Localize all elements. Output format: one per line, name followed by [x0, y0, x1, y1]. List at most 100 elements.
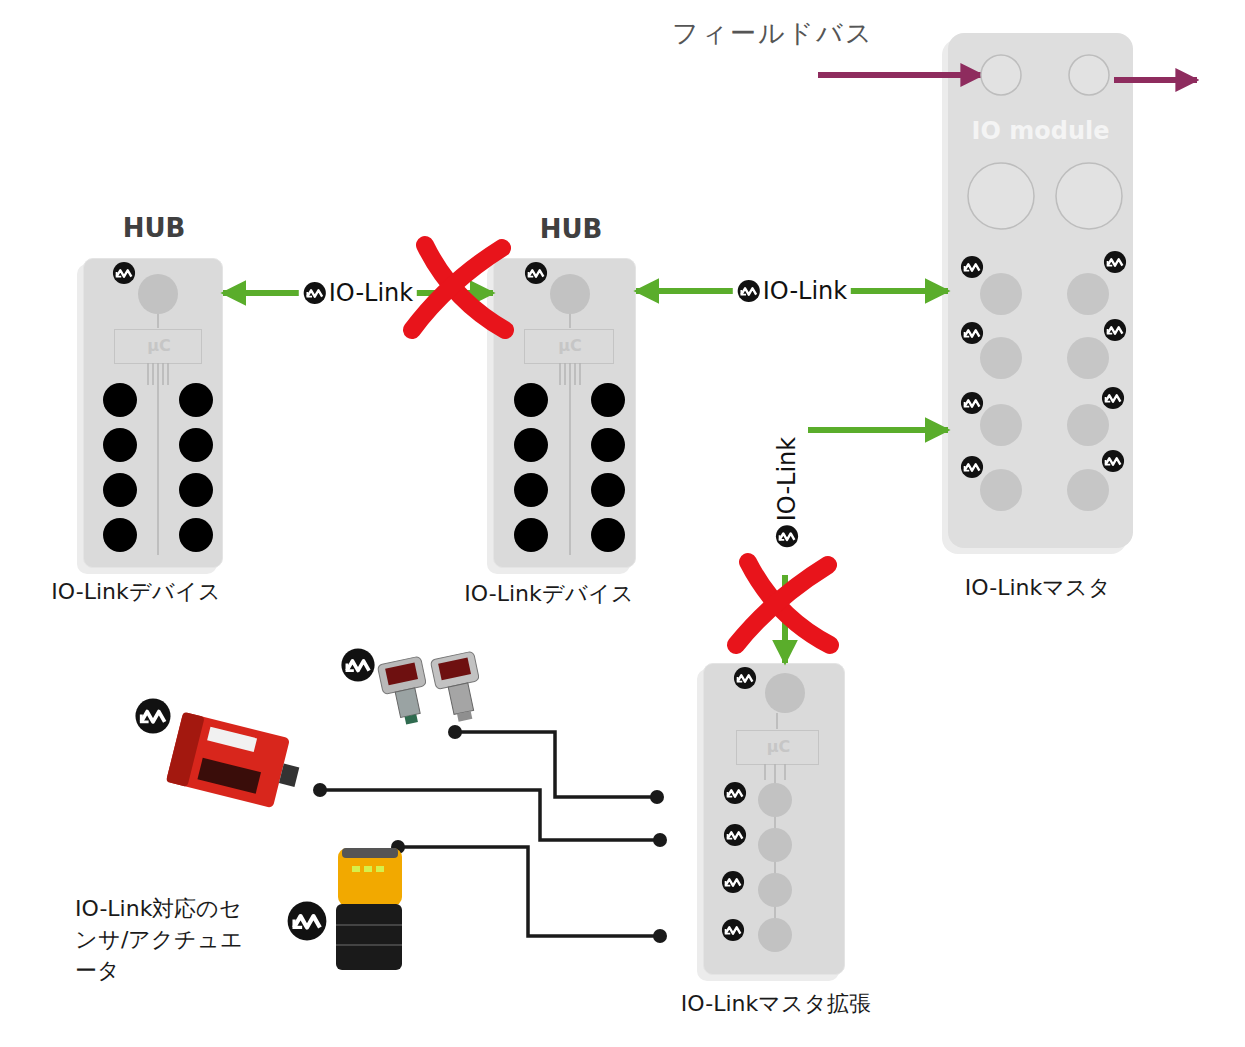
wire-dots: [313, 725, 667, 943]
bus-line: [147, 363, 149, 385]
pressure-sensor: [377, 656, 433, 728]
bus-line: [152, 363, 154, 385]
sensor-display: [438, 657, 471, 680]
pressure-sensor: [430, 651, 487, 725]
bus-line: [569, 314, 571, 328]
iolink-port: [758, 783, 792, 817]
bus-line: [157, 314, 159, 328]
iolink-connector: [785, 430, 948, 663]
sensor-body: [377, 656, 426, 694]
wire-dot: [653, 929, 667, 943]
iolink-port: [758, 873, 792, 907]
io-port: [514, 518, 548, 552]
iolink-icon: [1102, 450, 1124, 472]
sensor-wire: [455, 732, 657, 797]
iolink-port: [980, 273, 1022, 315]
iolink-port: [1067, 469, 1109, 511]
blocked-mark: [736, 562, 830, 645]
chip-label: μC: [737, 737, 820, 756]
node-caption: IO-Linkデバイス: [16, 577, 256, 607]
cross-stroke: [748, 562, 830, 645]
sensor-wires: [320, 732, 660, 936]
iolink-icon: [961, 322, 983, 344]
node-caption: IO-Linkマスタ拡張: [636, 989, 916, 1019]
sensor-body: [166, 712, 290, 808]
sensor-thread: [336, 904, 402, 970]
wire-dot: [448, 725, 462, 739]
cross-stroke: [425, 245, 505, 330]
wire-dot: [653, 833, 667, 847]
iolink-icon: [304, 282, 326, 304]
sensor-fitting: [448, 683, 473, 715]
sensor-fitting: [395, 688, 420, 718]
sensor-led: [364, 866, 372, 872]
blocked-mark: [412, 245, 505, 330]
power-port: [1056, 163, 1122, 229]
power-port: [968, 163, 1034, 229]
fieldbus-port: [981, 55, 1021, 95]
cross-stroke: [412, 248, 502, 330]
thread-line: [336, 944, 402, 946]
iolink-icon: [961, 256, 983, 278]
bus-line: [579, 363, 581, 385]
iolink-icon: [288, 902, 327, 941]
master-extension-box: IO-Linkマスタ拡張μC: [703, 663, 845, 975]
iolink-port: [980, 469, 1022, 511]
io-port: [103, 383, 137, 417]
io-port: [179, 473, 213, 507]
sensor-window: [197, 758, 261, 794]
chip-label: μC: [525, 336, 615, 355]
sensor-label: IO-Link対応のセンサ/アクチュエータ: [75, 893, 265, 986]
connector-label: IO-Link: [733, 276, 851, 306]
hub-box: HUBIO-LinkデバイスμC: [83, 258, 223, 568]
ultrasonic-sensor: [336, 848, 402, 970]
io-port: [103, 473, 137, 507]
io-port: [591, 383, 625, 417]
master-module: IO moduleIO-Linkマスタ: [948, 33, 1133, 548]
chip-label: μC: [115, 336, 203, 355]
extension-ports: [722, 667, 805, 952]
sensor-led: [376, 866, 384, 872]
label-icons: [304, 280, 798, 547]
sensor-tip: [405, 714, 418, 724]
microcontroller-box: μC: [114, 329, 202, 364]
iolink-icon: [135, 698, 170, 733]
hub-box: HUBIO-LinkデバイスμC: [493, 258, 636, 568]
io-port: [591, 473, 625, 507]
bus-line: [764, 764, 766, 780]
sensor-tip: [457, 711, 472, 722]
io-port: [514, 383, 548, 417]
iolink-port: [1067, 337, 1109, 379]
fieldbus-label: フィールドバス: [672, 16, 932, 51]
node-caption: IO-Linkマスタ: [898, 573, 1178, 603]
bus-line: [776, 713, 778, 729]
bus-line: [569, 363, 571, 555]
iolink-icon: [961, 392, 983, 414]
sensor-display: [385, 662, 418, 685]
bus-line: [774, 764, 776, 950]
bus-line: [564, 363, 566, 385]
iolink-icon: [113, 262, 135, 284]
iolink-icon: [1104, 251, 1126, 273]
iolink-icon: [724, 782, 746, 804]
sensor-face: [166, 712, 205, 787]
module-label: IO module: [948, 117, 1133, 145]
iolink-icon: [1102, 387, 1124, 409]
thread-line: [336, 924, 402, 926]
iolink-icon: [341, 648, 374, 681]
node-caption: IO-Linkデバイス: [429, 579, 669, 609]
wire-dot: [391, 840, 405, 854]
microcontroller-box: μC: [524, 329, 614, 364]
iolink-icon: [738, 280, 760, 302]
iolink-icon: [722, 919, 744, 941]
iolink-port: [980, 337, 1022, 379]
sensor-led: [352, 866, 360, 872]
io-port: [591, 428, 625, 462]
iolink-port: [1067, 273, 1109, 315]
fieldbus-port: [1069, 55, 1109, 95]
